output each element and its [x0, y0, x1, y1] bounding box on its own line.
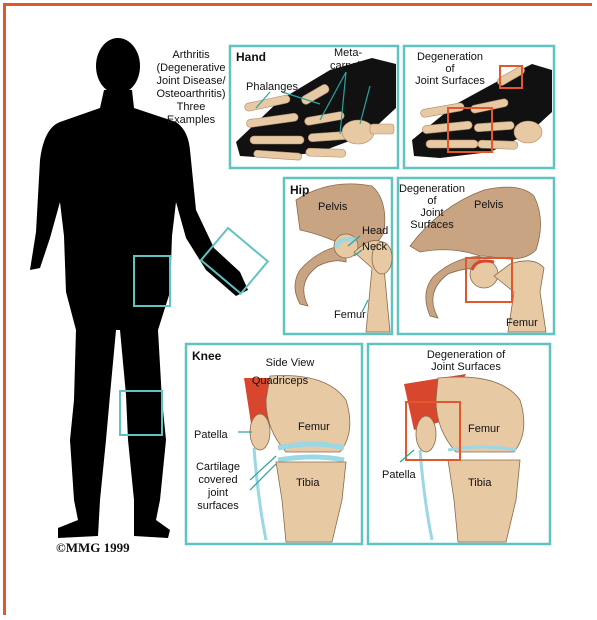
hip-degeneration-caption-2: of [427, 195, 437, 207]
hand-degeneration-panel: Degeneration of Joint Surfaces [404, 46, 554, 168]
hand-degeneration-caption-2: of [445, 63, 455, 75]
hip-degeneration-femur-label: Femur [506, 317, 538, 329]
hip-degeneration-caption-3: Joint [420, 207, 443, 219]
copyright: ©MMG 1999 [56, 540, 130, 555]
hip-degeneration-caption-4: Surfaces [410, 219, 454, 231]
hip-panel: Hip Pelvis Head Neck Femur [284, 178, 392, 334]
hand-degeneration-caption-1: Degeneration [417, 51, 483, 63]
title-line-5: Three [177, 101, 206, 113]
cartilage-label-3: joint [207, 487, 228, 499]
title-line-2: (Degenerative [156, 62, 225, 74]
carpals-label: Carpals [356, 75, 394, 87]
hand-panel: Hand Meta- carpals Phalanges Carpals [230, 46, 398, 168]
pelvis-label: Pelvis [318, 201, 348, 213]
knee-degeneration-panel: Degeneration of Joint Surfaces Patella F… [368, 344, 550, 544]
knee-degeneration-patella-label: Patella [382, 469, 417, 481]
knee-femur-label: Femur [298, 421, 330, 433]
title-line-6: Examples [167, 114, 216, 126]
side-view-label: Side View [266, 357, 315, 369]
phalanges-label: Phalanges [246, 81, 298, 93]
knee-tibia-label: Tibia [296, 477, 320, 489]
knee-patella-label: Patella [194, 429, 229, 441]
metacarpals-label-2: carpals [330, 60, 366, 72]
knee-degeneration-femur-label: Femur [468, 423, 500, 435]
quadriceps-label: Quadriceps [252, 375, 309, 387]
hip-femur-label: Femur [334, 309, 366, 321]
title-line-4: Osteoarthritis) [156, 88, 225, 100]
hand-degeneration-caption-3: Joint Surfaces [415, 75, 485, 87]
neck-label: Neck [362, 241, 388, 253]
hip-degeneration-panel: Degeneration of Joint Surfaces Pelvis Fe… [398, 178, 554, 334]
knee-degeneration-caption-2: Joint Surfaces [431, 361, 501, 373]
hip-degeneration-caption-1: Degeneration [399, 183, 465, 195]
hip-degeneration-pelvis-label: Pelvis [474, 199, 504, 211]
head-label: Head [362, 225, 388, 237]
knee-degeneration-caption-1: Degeneration of [427, 349, 506, 361]
hand-title: Hand [236, 50, 266, 64]
knee-panel: Knee Side View Quadriceps Patella Femur … [186, 344, 362, 544]
knee-title: Knee [192, 349, 222, 363]
cartilage-label-4: surfaces [197, 500, 239, 512]
cartilage-label-2: covered [198, 474, 237, 486]
knee-degeneration-tibia-label: Tibia [468, 477, 492, 489]
cartilage-label-1: Cartilage [196, 461, 240, 473]
diagram-title: Arthritis (Degenerative Joint Disease/ O… [156, 49, 226, 126]
title-line-3: Joint Disease/ [156, 75, 226, 87]
hip-title: Hip [290, 183, 309, 197]
metacarpals-label-1: Meta- [334, 47, 362, 59]
title-line-1: Arthritis [172, 49, 210, 61]
